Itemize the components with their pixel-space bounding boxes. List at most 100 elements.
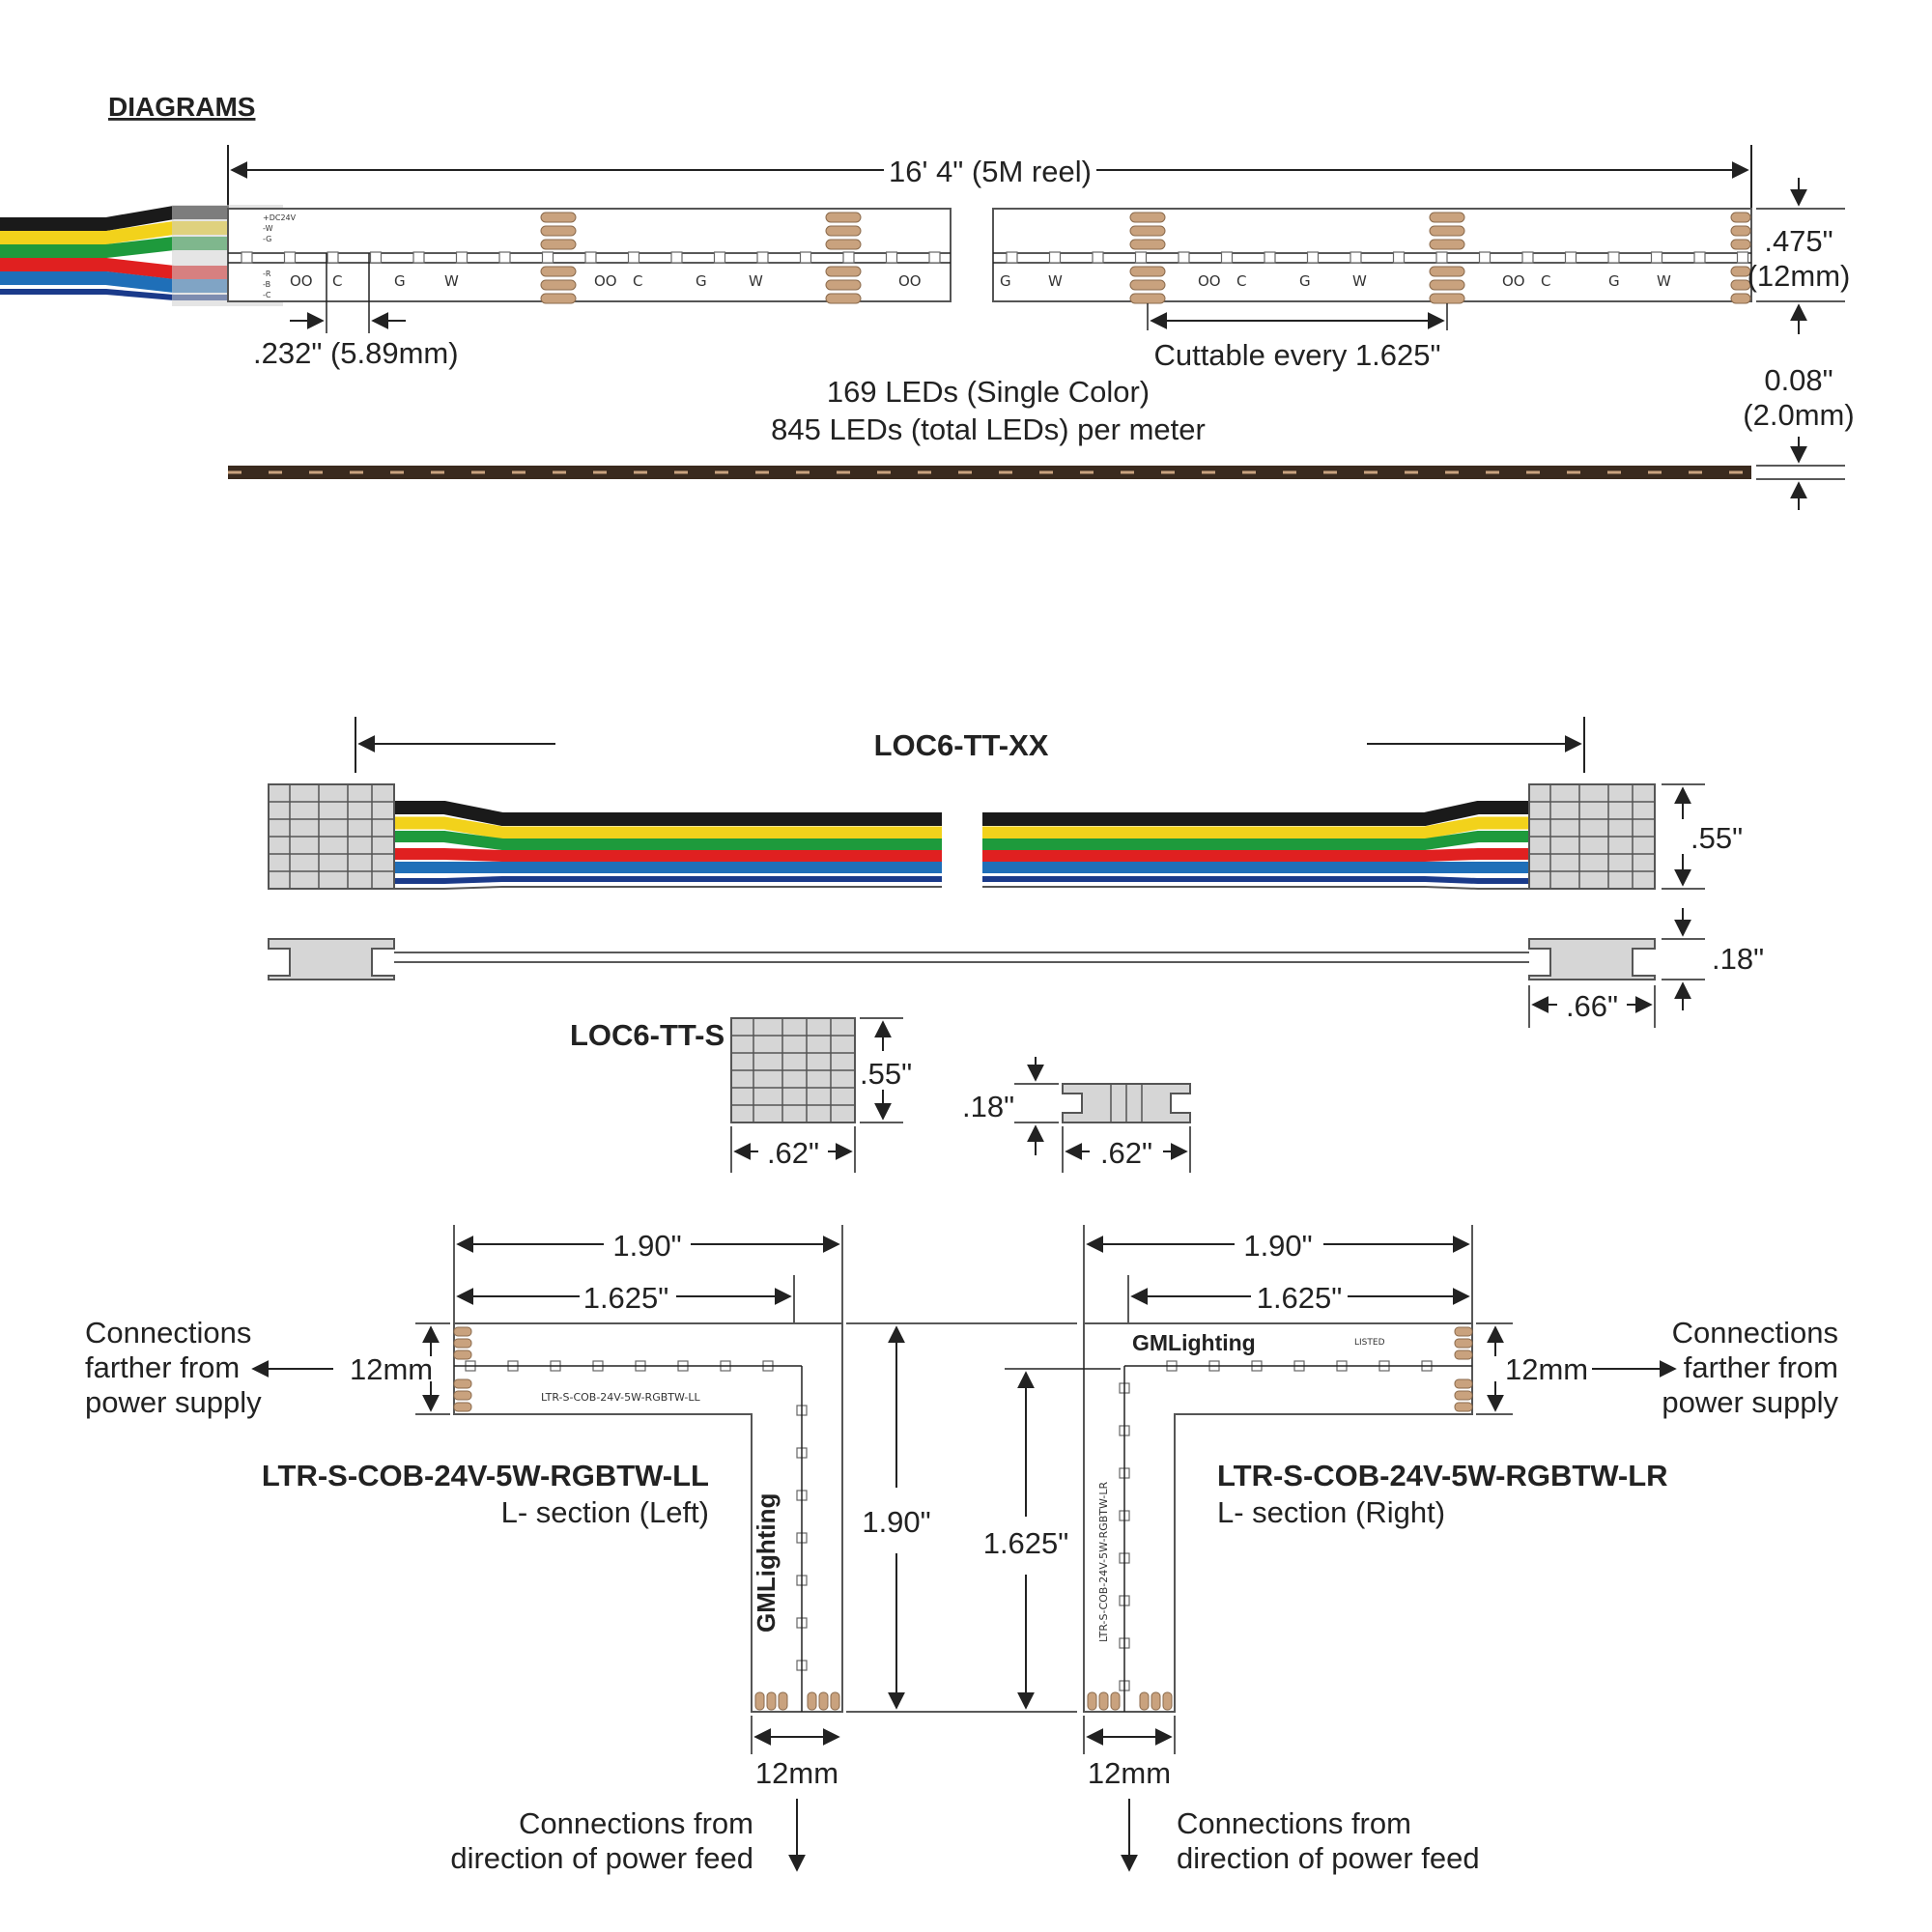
lr-model: LTR-S-COB-24V-5W-RGBTW-LR bbox=[1217, 1459, 1668, 1492]
l-section-right-diagram: 1.90" 1.625" GMLighting LISTED LTR-S-COB… bbox=[983, 1225, 1838, 1875]
lr-width-mm: 12mm bbox=[1505, 1352, 1588, 1386]
led-chip bbox=[283, 251, 297, 264]
led-chip bbox=[799, 251, 812, 264]
ll-vertical-dim: 1.90" bbox=[862, 1505, 930, 1539]
pad-label: -R bbox=[263, 270, 271, 278]
led-chip bbox=[241, 251, 253, 264]
splice-connector-diagram: LOC6-TT-S .55" .62" .18" .62" bbox=[570, 1017, 1191, 1173]
ll-subtitle: L- section (Left) bbox=[501, 1495, 709, 1529]
strip-diagram: 16' 4" (5M reel) +DC24V -W bbox=[0, 145, 1855, 510]
led-chip bbox=[1521, 251, 1534, 264]
lr-strip-text: LTR-S-COB-24V-5W-RGBTW-LR bbox=[1097, 1481, 1110, 1642]
pitch-label: .232" (5.89mm) bbox=[253, 336, 459, 370]
led-label: W bbox=[749, 272, 763, 290]
cable-connector-width: .66" bbox=[1566, 989, 1618, 1023]
led-chip bbox=[1220, 251, 1234, 264]
ll-strip-text: LTR-S-COB-24V-5W-RGBTW-LL bbox=[541, 1391, 701, 1404]
cable-connector-thickness: .18" bbox=[1712, 942, 1764, 976]
led-label: G bbox=[1608, 272, 1620, 290]
cable-connector-height: .55" bbox=[1690, 821, 1743, 855]
led-label: OO bbox=[1502, 272, 1525, 290]
cable-connector-left-side bbox=[268, 938, 395, 980]
led-label: C bbox=[633, 272, 642, 290]
cable-connector-right-side bbox=[1528, 938, 1656, 980]
lr-bottom-note-2: direction of power feed bbox=[1177, 1841, 1480, 1875]
lr-outer-dim: 1.90" bbox=[1243, 1229, 1312, 1263]
led-label: C bbox=[1236, 272, 1246, 290]
ll-bottom-note-2: direction of power feed bbox=[450, 1841, 753, 1875]
strip-cut-pads bbox=[540, 212, 1751, 304]
led-chip bbox=[1006, 251, 1018, 264]
cable-wires bbox=[391, 801, 1531, 890]
strip-thickness-in: 0.08" bbox=[1764, 363, 1833, 397]
ll-width-mm: 12mm bbox=[350, 1352, 433, 1386]
lr-inner-dim: 1.625" bbox=[1257, 1281, 1343, 1315]
led-label: OO bbox=[594, 272, 617, 290]
ll-side-note-3: power supply bbox=[85, 1385, 262, 1419]
pad-label: -G bbox=[263, 235, 271, 243]
splice-connector-width-side: .62" bbox=[1100, 1136, 1152, 1170]
led-chip bbox=[584, 251, 597, 264]
lr-pads bbox=[1087, 1326, 1473, 1711]
lr-side-note-1: Connections bbox=[1672, 1316, 1838, 1350]
led-count-total: 845 LEDs (total LEDs) per meter bbox=[771, 412, 1206, 446]
led-chip bbox=[455, 251, 469, 264]
lr-side-note-2: farther from bbox=[1684, 1350, 1838, 1384]
led-chip bbox=[498, 251, 511, 264]
led-chip bbox=[541, 251, 554, 264]
led-chip bbox=[369, 251, 383, 264]
led-label: G bbox=[1000, 272, 1011, 290]
led-label: OO bbox=[898, 272, 922, 290]
led-label: G bbox=[1299, 272, 1311, 290]
lr-bottom-note-1: Connections from bbox=[1177, 1806, 1411, 1840]
cuttable-label: Cuttable every 1.625" bbox=[1153, 338, 1440, 372]
led-chip bbox=[1134, 251, 1148, 264]
led-label: OO bbox=[290, 272, 313, 290]
led-chip bbox=[928, 251, 941, 264]
lr-l-strip bbox=[1083, 1322, 1473, 1713]
led-label: G bbox=[696, 272, 707, 290]
led-label: W bbox=[1048, 272, 1063, 290]
led-label: C bbox=[1541, 272, 1550, 290]
reel-length-label: 16' 4" (5M reel) bbox=[889, 155, 1092, 188]
led-chip bbox=[670, 251, 683, 264]
ll-pads bbox=[453, 1326, 840, 1711]
splice-connector-thickness: .18" bbox=[962, 1090, 1014, 1123]
led-chip bbox=[713, 251, 726, 264]
led-count-single: 169 LEDs (Single Color) bbox=[827, 375, 1150, 409]
led-chip bbox=[627, 251, 640, 264]
ll-brand-logo: GMLighting bbox=[752, 1493, 781, 1633]
led-label: OO bbox=[1198, 272, 1221, 290]
lr-brand-logo: GMLighting bbox=[1132, 1330, 1256, 1355]
pad-label: +DC24V bbox=[263, 213, 297, 222]
cable-connector-model: LOC6-TT-XX bbox=[874, 728, 1049, 762]
l-section-left-diagram: 1.90" 1.625" LTR-S-COB-24V-5W-RGBTW-LL G… bbox=[85, 1225, 1077, 1875]
led-label: W bbox=[444, 272, 459, 290]
pad-label: -W bbox=[263, 224, 273, 233]
splice-connector-model: LOC6-TT-S bbox=[570, 1018, 724, 1052]
ll-bottom-mm: 12mm bbox=[755, 1756, 838, 1790]
led-chip bbox=[1264, 251, 1276, 264]
led-chip bbox=[1392, 251, 1406, 264]
led-chip bbox=[1178, 251, 1190, 264]
led-chip bbox=[1435, 251, 1448, 264]
led-chip bbox=[1564, 251, 1577, 264]
ll-l-strip bbox=[453, 1322, 843, 1713]
lr-bottom-mm: 12mm bbox=[1088, 1756, 1171, 1790]
ll-side-note-2: farther from bbox=[85, 1350, 240, 1384]
ll-side-note-1: Connections bbox=[85, 1316, 251, 1350]
led-chip bbox=[1350, 251, 1362, 264]
led-chip bbox=[1048, 251, 1062, 264]
ll-outer-dim: 1.90" bbox=[612, 1229, 681, 1263]
strip-side-profile bbox=[228, 466, 1751, 479]
led-chip bbox=[1092, 251, 1104, 264]
led-chip bbox=[1607, 251, 1620, 264]
splice-connector-width: .62" bbox=[767, 1136, 819, 1170]
led-chip bbox=[756, 251, 769, 264]
led-label: W bbox=[1657, 272, 1671, 290]
led-chip bbox=[327, 251, 339, 264]
ll-inner-dim: 1.625" bbox=[583, 1281, 669, 1315]
lr-listed-mark: LISTED bbox=[1354, 1338, 1385, 1348]
led-chip bbox=[1693, 251, 1706, 264]
led-chip-row bbox=[241, 251, 1749, 264]
